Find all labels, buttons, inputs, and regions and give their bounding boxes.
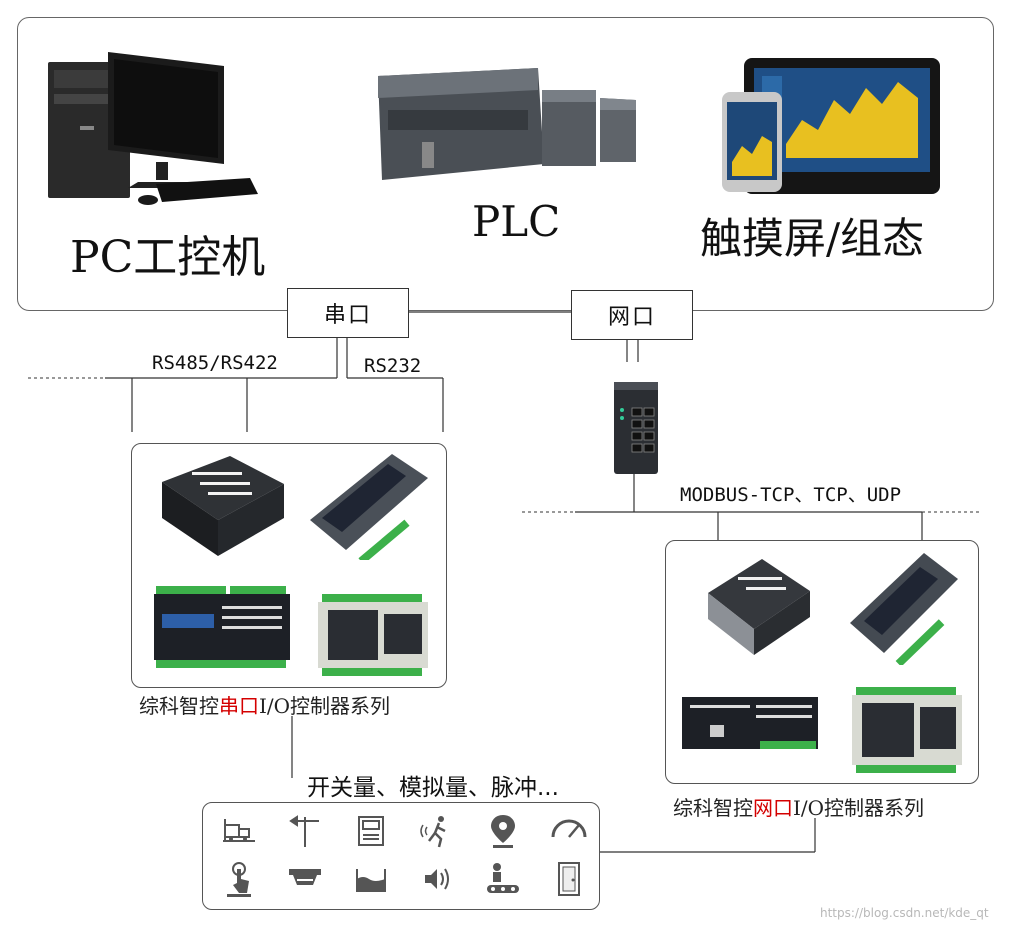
truck-scale-icon	[223, 819, 255, 842]
pc-workstation-image	[48, 52, 258, 205]
gauge-icon	[551, 819, 587, 838]
intruder-motion-icon	[420, 816, 446, 848]
network-caption-prefix: 综科智控	[673, 796, 753, 820]
sensor-box	[202, 802, 600, 910]
network-group-caption: 综科智控网口I/O控制器系列	[673, 792, 924, 821]
network-caption-suffix: I/O控制器系列	[793, 796, 925, 820]
door-sensor-icon	[558, 862, 580, 896]
network-port-box: 网口	[571, 290, 693, 340]
serial-controller-image-4	[318, 594, 428, 676]
serial-controller-image-2	[310, 454, 428, 560]
serial-controller-image-1	[162, 456, 284, 556]
signals-label: 开关量、模拟量、脉冲...	[307, 775, 559, 801]
touch-switch-icon	[227, 862, 251, 897]
rs485-label: RS485/RS422	[152, 352, 278, 374]
weather-vane-icon	[289, 815, 319, 847]
serial-caption-suffix: I/O控制器系列	[259, 694, 391, 718]
smoke-detector-icon	[289, 869, 321, 885]
plc-image	[378, 68, 636, 180]
serial-controller-image-3	[154, 586, 290, 668]
touchscreen-label: 触摸屏/组态	[700, 214, 925, 263]
network-caption-highlight: 网口	[753, 796, 793, 820]
network-switch-image	[614, 382, 658, 474]
plc-label: PLC	[472, 197, 561, 246]
pc-label: PC工控机	[70, 232, 266, 283]
liquid-level-icon	[356, 869, 386, 892]
serial-caption-prefix: 综科智控	[139, 694, 219, 718]
network-controller-image-4	[852, 687, 962, 773]
watermark: https://blog.csdn.net/kde_qt	[820, 906, 989, 920]
serial-caption-highlight: 串口	[219, 694, 259, 718]
network-controller-group	[665, 540, 979, 784]
network-controller-image-3	[682, 697, 818, 749]
serial-group-caption: 综科智控串口I/O控制器系列	[139, 690, 390, 719]
panel-meter-icon	[358, 816, 384, 846]
touchscreen-image	[722, 58, 940, 194]
network-controller-image-1	[708, 559, 810, 655]
location-pin-icon	[491, 815, 515, 848]
serial-port-box: 串口	[287, 288, 409, 338]
serial-controller-group	[131, 443, 447, 688]
conveyor-icon	[487, 863, 519, 893]
speaker-icon	[425, 868, 449, 890]
network-controller-image-2	[850, 553, 958, 665]
rs232-label: RS232	[364, 355, 422, 377]
modbus-label: MODBUS-TCP、TCP、UDP	[680, 484, 902, 506]
